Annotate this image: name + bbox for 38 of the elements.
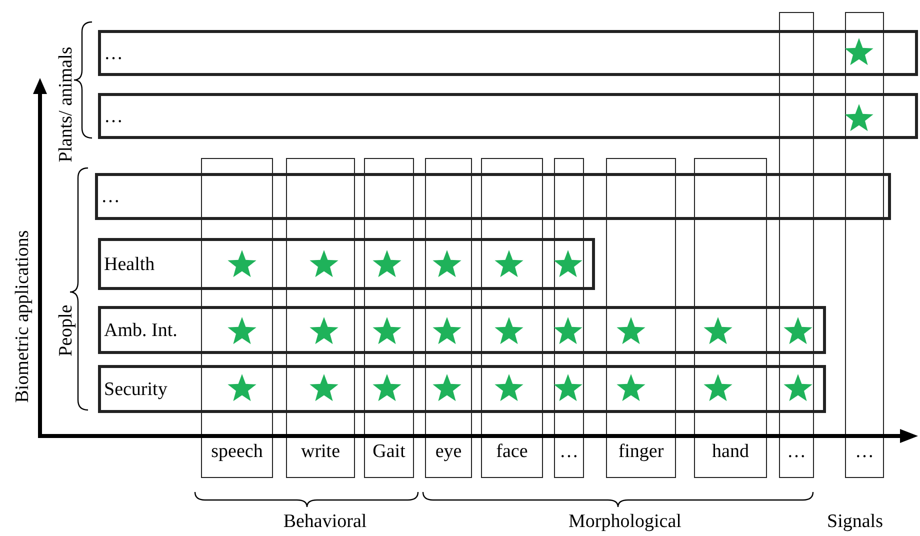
trait-column-box [606,158,676,478]
column-label: … [787,442,806,461]
application-row-box [98,30,918,76]
column-label: … [560,442,578,461]
column-label: finger [618,442,664,461]
group-label: Morphological [568,512,682,531]
application-row-box [98,306,826,354]
row-label: … [104,44,123,62]
axis-label: Plants/ animals [56,46,76,162]
trait-column-box [201,158,273,478]
trait-column-box [425,158,472,478]
group-label: Behavioral [283,512,367,531]
row-label: Security [104,380,168,398]
column-label: eye [435,442,462,461]
application-row-box [95,173,891,220]
row-label: … [101,187,120,206]
trait-column-box [845,12,884,478]
column-label: face [496,442,528,461]
trait-column-box [694,158,767,478]
column-label: hand [712,442,749,461]
column-label: Gait [372,442,406,461]
row-label: Health [104,254,155,274]
row-label: … [104,106,123,126]
application-row-box [98,365,826,413]
trait-column-box [286,158,355,478]
trait-column-box [779,12,814,478]
row-label: Amb. Int. [104,320,178,340]
application-row-box [98,93,918,139]
trait-column-box [554,158,584,478]
axis-label: Biometric applications [12,230,32,402]
trait-column-box [364,158,414,478]
column-label: write [300,442,340,461]
column-label: speech [211,442,263,461]
group-label: Signals [827,512,883,531]
column-label: … [855,442,874,461]
trait-column-box [481,158,543,478]
application-row-box [98,238,595,290]
axis-label: People [56,304,76,356]
